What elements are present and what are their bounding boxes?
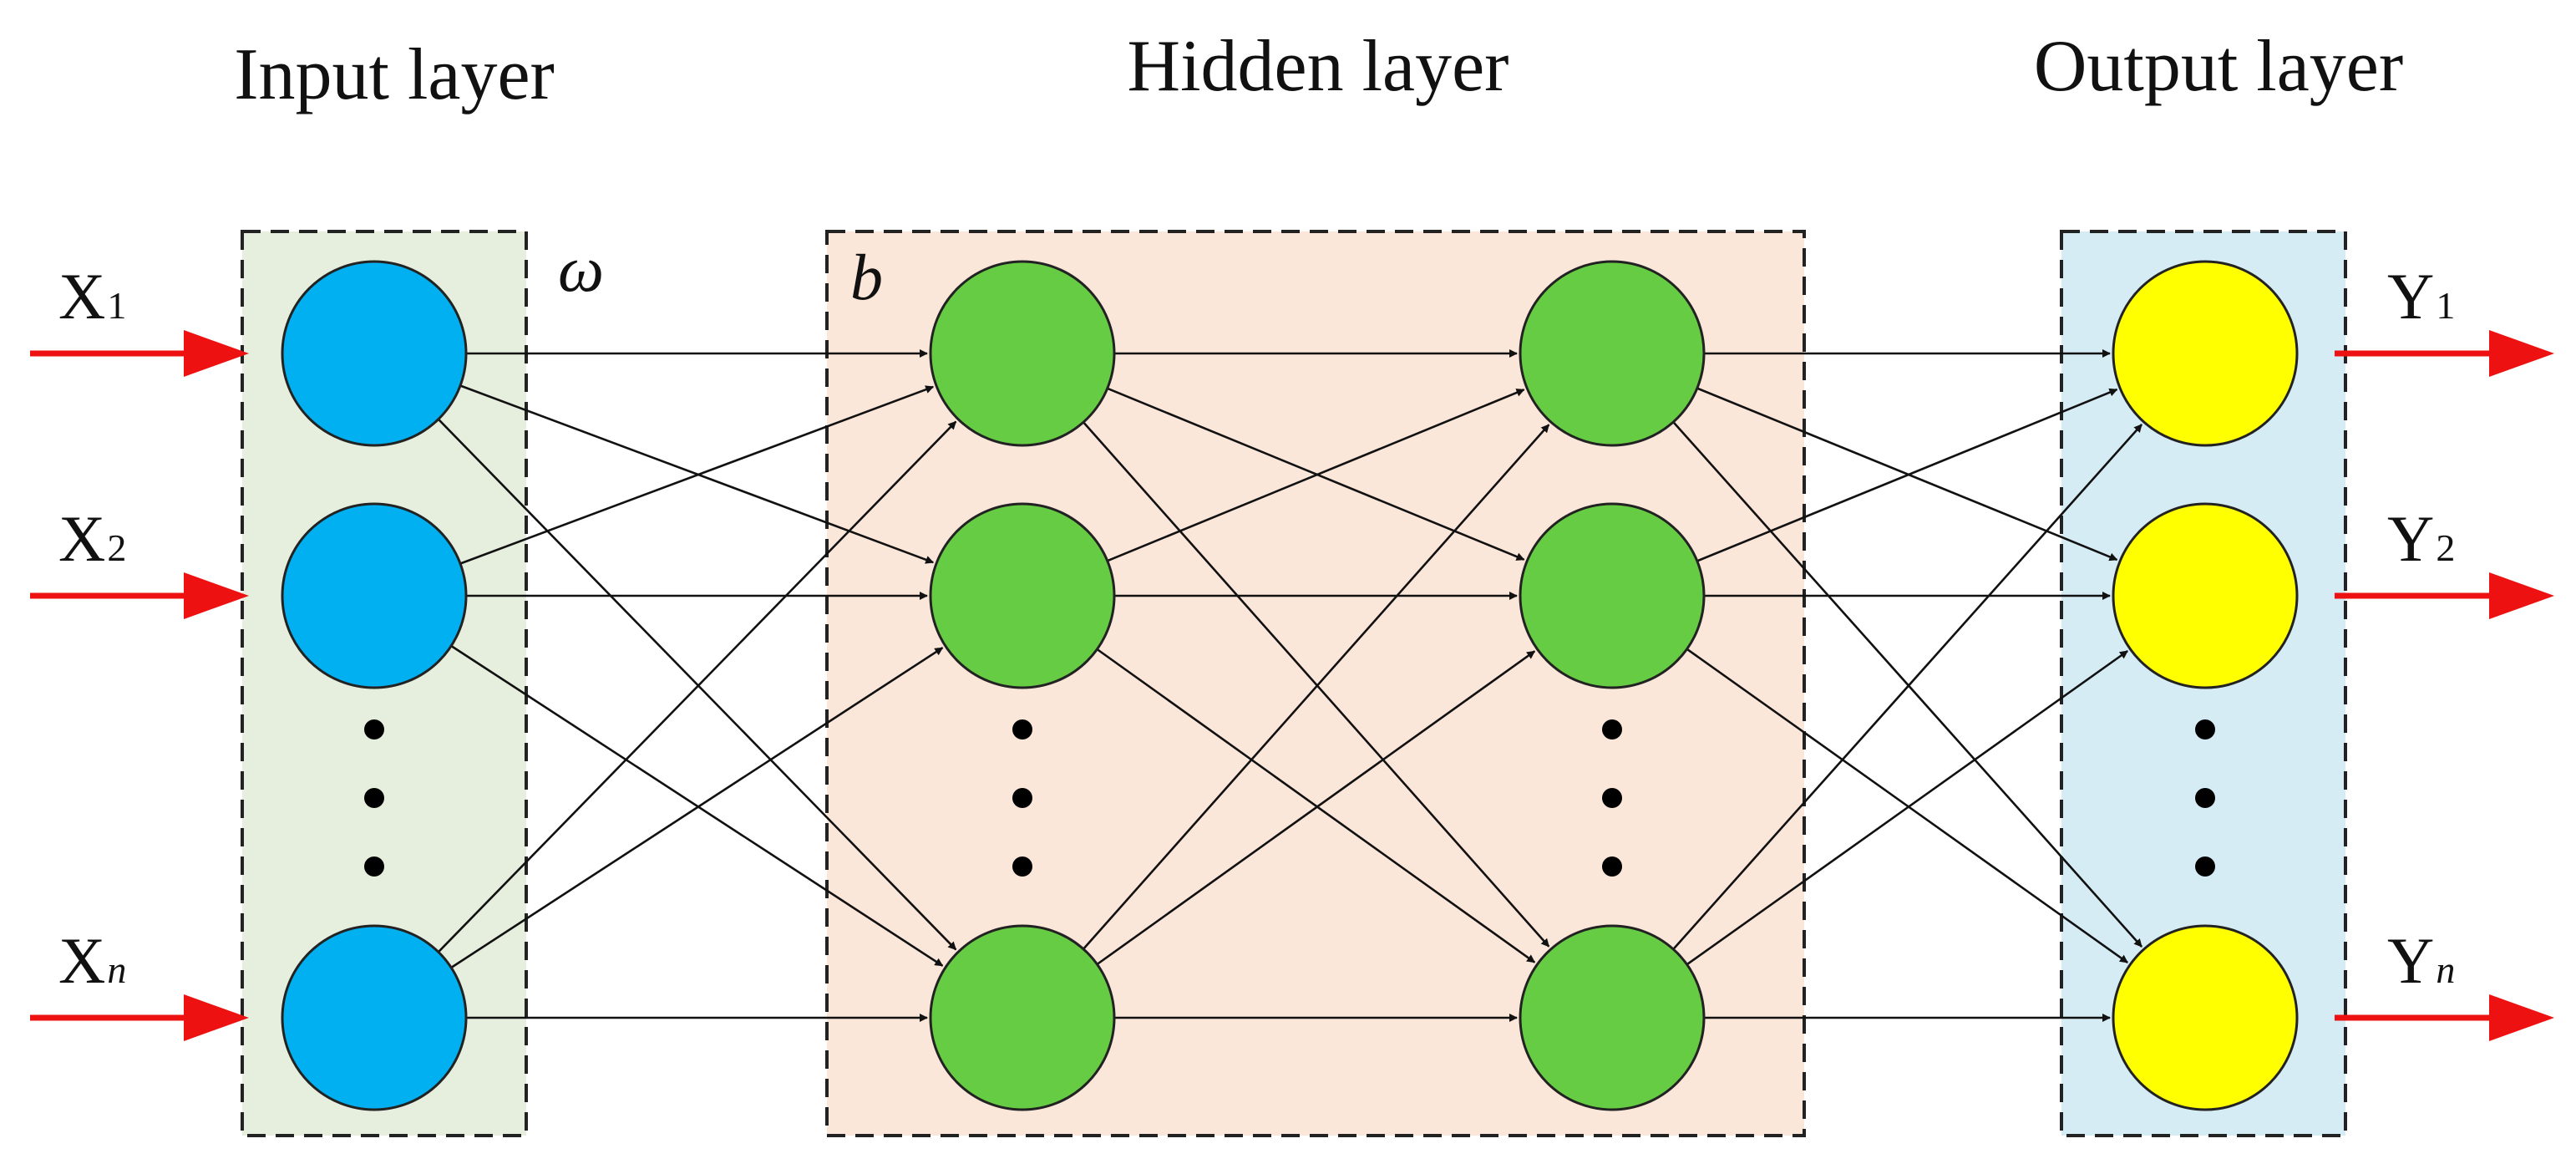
connection-line [437,418,957,951]
output-ellipsis-dot [2195,719,2215,740]
input-label: Xn [58,924,126,997]
connection-line [459,385,935,565]
bias-symbol: b [850,241,883,313]
connection-line [1686,648,2128,963]
connection-line [1107,389,1525,562]
hidden-1-node [929,502,1116,689]
connection-line [459,384,935,564]
connection-line [1696,388,2118,562]
hidden-2-ellipsis-dot [1602,788,1622,808]
connection-line [1672,421,2143,948]
connection-line [1083,421,1550,948]
connection-line [1083,424,1550,950]
output-label: Y1 [2387,260,2455,333]
output-arrow [2335,994,2554,1041]
input-layer-title: Input layer [234,34,555,115]
input-arrow [30,572,249,619]
connection-line [437,420,957,953]
input-node [281,260,468,447]
input-node [281,502,468,689]
output-label: Y2 [2387,502,2455,575]
ellipsis-dots [364,719,2215,877]
output-label: Yn [2387,924,2455,997]
hidden-layer-title: Hidden layer [1128,26,1509,107]
hidden-2-node [1519,924,1706,1111]
connection-line [1672,424,2143,950]
hidden-1-node [929,924,1116,1111]
connection-line [1686,650,2128,966]
hidden-1-ellipsis-dot [1012,788,1032,808]
neuron-nodes [281,260,2299,1111]
input-label: X1 [58,260,126,333]
output-arrow [2335,572,2554,619]
hidden-1-ellipsis-dot [1012,719,1032,740]
output-node [2112,924,2299,1111]
input-arrow [30,994,249,1041]
hidden-2-ellipsis-dot [1602,856,1622,877]
hidden-1-node [929,260,1116,447]
output-arrow [2335,330,2554,377]
input-label: X2 [58,502,126,575]
weight-symbol: ω [558,232,604,305]
connection-line [1096,650,1536,966]
connection-line [1096,648,1536,963]
hidden-2-node [1519,502,1706,689]
hidden-2-node [1519,260,1706,447]
input-ellipsis-dot [364,788,384,808]
input-ellipsis-dot [364,856,384,877]
output-node [2112,502,2299,689]
hidden-1-ellipsis-dot [1012,856,1032,877]
output-node [2112,260,2299,447]
connection-lines [437,349,2143,1022]
output-ellipsis-dot [2195,856,2215,877]
connection-line [450,644,944,967]
output-layer-title: Output layer [2034,26,2403,107]
input-ellipsis-dot [364,719,384,740]
connection-line [450,647,944,969]
output-ellipsis-dot [2195,788,2215,808]
input-arrow [30,330,249,377]
input-node [281,924,468,1111]
hidden-2-ellipsis-dot [1602,719,1622,740]
